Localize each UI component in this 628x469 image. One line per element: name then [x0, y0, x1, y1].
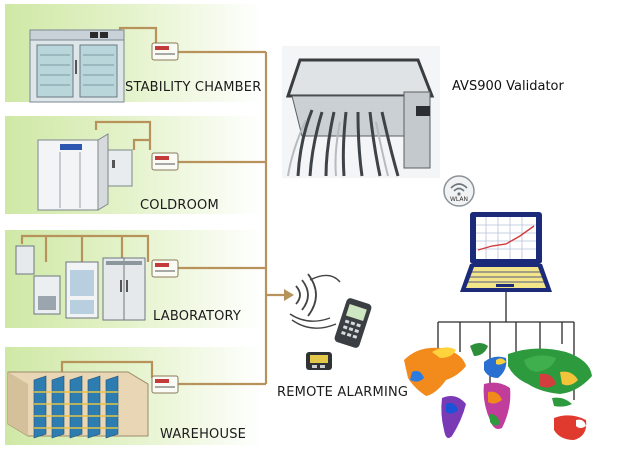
warehouse-label: WAREHOUSE — [160, 427, 247, 442]
signal-arrow — [284, 289, 294, 301]
wlan-icon — [443, 175, 475, 207]
world-map-icon — [404, 343, 592, 440]
wlan-label: WLAN — [450, 196, 469, 203]
cable-network — [20, 26, 285, 386]
logger-laboratory — [151, 259, 179, 278]
laboratory-label: LABORATORY — [153, 309, 242, 324]
laboratory-illustration — [15, 245, 146, 321]
logger-stability — [151, 42, 179, 61]
logger-coldroom — [151, 152, 179, 171]
data-loggers — [151, 42, 179, 394]
laptop-icon — [460, 212, 552, 292]
signal-waves-icon — [289, 273, 341, 329]
validator-label: AVS900 Validator — [452, 79, 564, 94]
warehouse-illustration — [7, 371, 149, 439]
avs900-device — [282, 46, 440, 178]
coldroom-label: COLDROOM — [140, 198, 219, 213]
pager-icon — [306, 352, 332, 370]
coldroom-illustration — [37, 133, 133, 211]
mobile-phone-icon — [334, 298, 372, 348]
remote-alarming-label: REMOTE ALARMING — [277, 385, 409, 400]
stability-chamber-label: STABILITY CHAMBER — [125, 80, 262, 95]
logger-warehouse — [151, 375, 179, 394]
stability-chamber-illustration — [29, 29, 125, 103]
